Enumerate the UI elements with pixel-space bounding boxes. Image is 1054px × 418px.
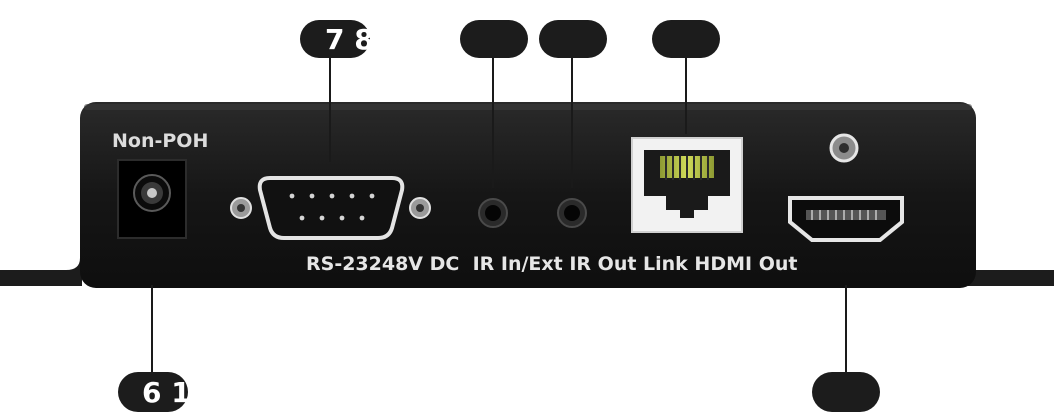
callout-dc: 6 1: [118, 372, 191, 412]
mounting-flange-right: [968, 270, 1054, 286]
dc-power-jack: [117, 159, 187, 239]
hdmi-out-port: [788, 133, 904, 242]
screw-icon: [230, 197, 252, 219]
device-body: [80, 102, 976, 288]
port-labels-row: RS-23248V DC IR In/Ext IR Out Link HDMI …: [306, 253, 797, 275]
callout-rs232-text: 7 8: [325, 23, 374, 56]
rs232-db9-connector: [230, 176, 431, 240]
callout-dc-text: 6 1: [142, 376, 191, 409]
callout-hdmi: [812, 372, 880, 412]
screw-icon: [829, 133, 859, 163]
mounting-flange-left: [0, 258, 82, 286]
callout-ir-in: [460, 20, 528, 58]
ir-out-jack: [557, 198, 587, 228]
non-poh-label: Non-POH: [112, 130, 208, 152]
link-rj45-port: [631, 137, 743, 233]
screw-icon: [409, 197, 431, 219]
device-top-edge: [84, 104, 972, 110]
ir-in-jack: [478, 198, 508, 228]
callout-rs232: 7 8: [300, 20, 374, 58]
callout-ir-out: [539, 20, 607, 58]
callout-link: [652, 20, 720, 58]
